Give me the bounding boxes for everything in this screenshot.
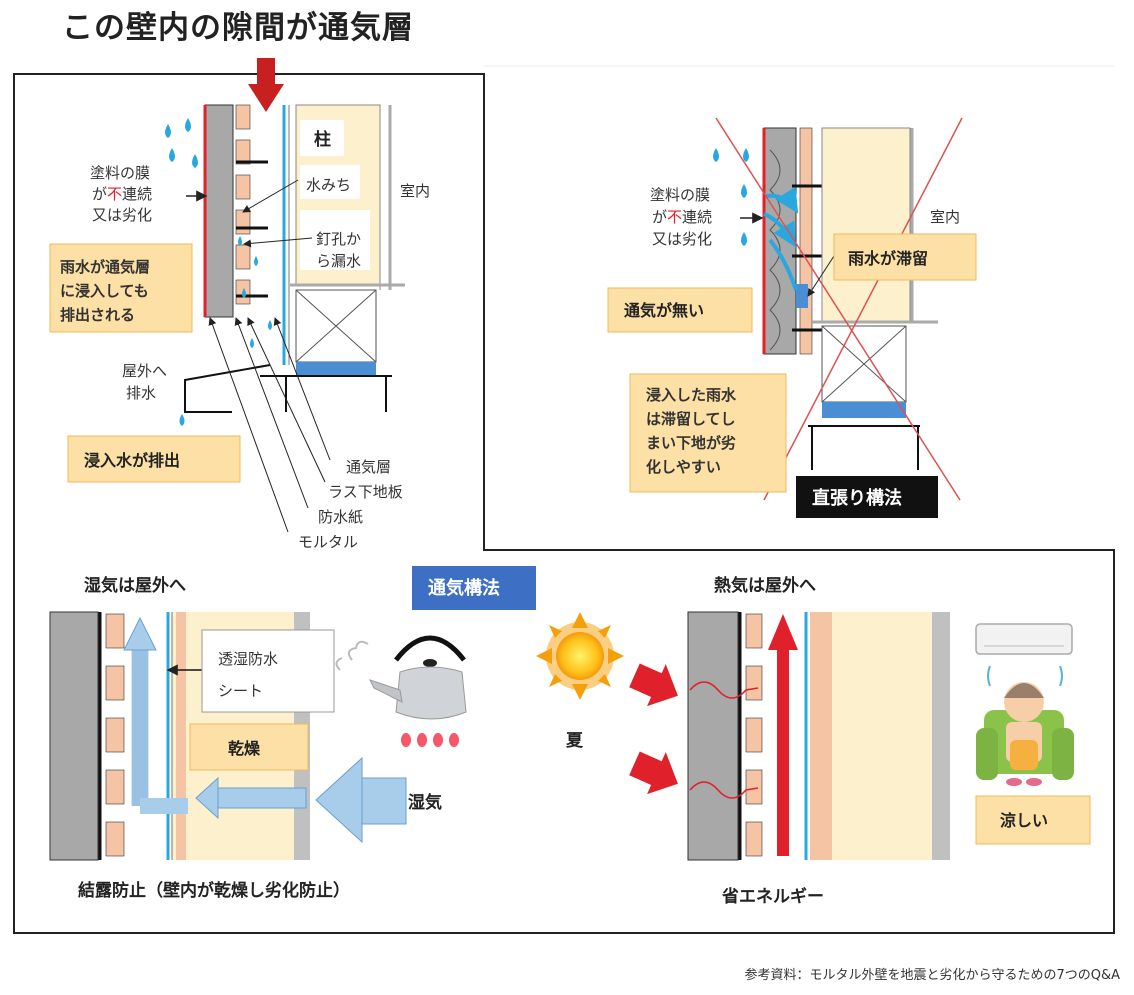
dry-callout-text: 乾燥: [228, 739, 261, 758]
sun-icon: [536, 612, 624, 700]
lower-right-wall: [629, 611, 950, 861]
stagnant-callout-box: [833, 233, 977, 281]
stagnant-callout-text: 雨水が滞留: [848, 249, 928, 268]
person-on-sofa-icon: [976, 682, 1074, 786]
drain-callout-text: 浸入水が排出: [84, 451, 180, 470]
nail-hole-label-line1: 釘孔か: [316, 230, 361, 248]
sheet-label-line1: 透湿防水: [218, 650, 278, 668]
paint-film-label-line1: 塗料の膜: [90, 164, 150, 182]
upper-left-frame: [13, 73, 1115, 934]
deteriorate-callout-box: [629, 373, 787, 493]
page-title: この壁内の隙間が通気層: [62, 10, 414, 46]
paint-film-right-renzoku: 連続: [682, 208, 712, 226]
upper-right-diagram: [713, 117, 963, 501]
rain-callout-line2: に浸入しても: [60, 282, 149, 300]
paint-film-right-line1: 塗料の膜: [650, 186, 710, 204]
humidity-label: 湿気: [408, 792, 442, 813]
pillar-label: 柱: [314, 129, 331, 150]
reference-note: 参考資料：モルタル外壁を地震と劣化から守るための7つのQ&A: [744, 968, 1120, 983]
paint-film-fu: 不: [107, 185, 122, 203]
paint-film-right-ga: が: [652, 208, 667, 226]
deteriorate-line1: 浸入した雨水: [646, 386, 737, 404]
paint-film-label-line3: 又は劣化: [92, 206, 152, 224]
rain-callout-line3: 排出される: [60, 306, 135, 324]
left-heading: 湿気は屋外へ: [84, 575, 186, 596]
air-conditioner-icon: [975, 623, 1073, 687]
water-path-label: 水みち: [306, 176, 351, 194]
rain-callout-box: [49, 243, 193, 333]
rain-callout-line1: 雨水が通気層: [60, 258, 150, 276]
deteriorate-line2: は滞留してし: [646, 410, 736, 428]
nail-hole-label-line2: ら漏水: [316, 252, 361, 270]
no-vent-callout-box: [607, 287, 753, 333]
summer-label: 夏: [566, 731, 584, 751]
deteriorate-line4: 化しやすい: [646, 458, 721, 476]
paint-film-right-line2: が不連続: [652, 208, 712, 226]
layer-mortar: モルタル: [298, 533, 358, 551]
kettle-icon: [335, 635, 467, 747]
paint-film-renzoku: 連続: [122, 185, 152, 203]
right-caption: 省エネルギー: [721, 886, 824, 907]
paint-film-right-line3: 又は劣化: [652, 230, 712, 248]
vent-method-tag: [412, 566, 536, 610]
left-caption: 結露防止（壁内が乾燥し劣化防止）: [78, 880, 350, 901]
paint-film-ga: が: [92, 185, 107, 203]
paint-film-label-line2: が不連続: [92, 185, 152, 203]
direct-method-text: 直張り構法: [812, 487, 902, 509]
dry-callout-box: [189, 723, 309, 771]
upper-left-diagram: [165, 58, 405, 533]
layer-lath: ラス下地板: [328, 483, 403, 501]
layer-air: 通気層: [346, 458, 391, 476]
drain-outside-line1: 屋外へ: [122, 362, 167, 380]
sheet-label-box: [201, 629, 335, 713]
deteriorate-line3: まい下地が劣: [646, 434, 736, 452]
right-heading: 熱気は屋外へ: [714, 575, 816, 596]
sheet-label-line2: シート: [218, 682, 263, 700]
cool-callout-text: 涼しい: [1000, 811, 1048, 830]
no-vent-callout-text: 通気が無い: [624, 301, 704, 320]
indoor-label-right: 室内: [930, 208, 960, 226]
cool-callout-box: [975, 795, 1091, 845]
paint-film-right-fu: 不: [667, 208, 682, 226]
layer-waterproof: 防水紙: [318, 508, 363, 526]
indoor-label-left: 室内: [400, 182, 430, 200]
direct-method-tag: [796, 476, 938, 518]
vent-method-text: 通気構法: [428, 577, 500, 599]
drain-outside-line2: 排水: [126, 384, 156, 402]
drain-callout-box: [67, 435, 241, 483]
